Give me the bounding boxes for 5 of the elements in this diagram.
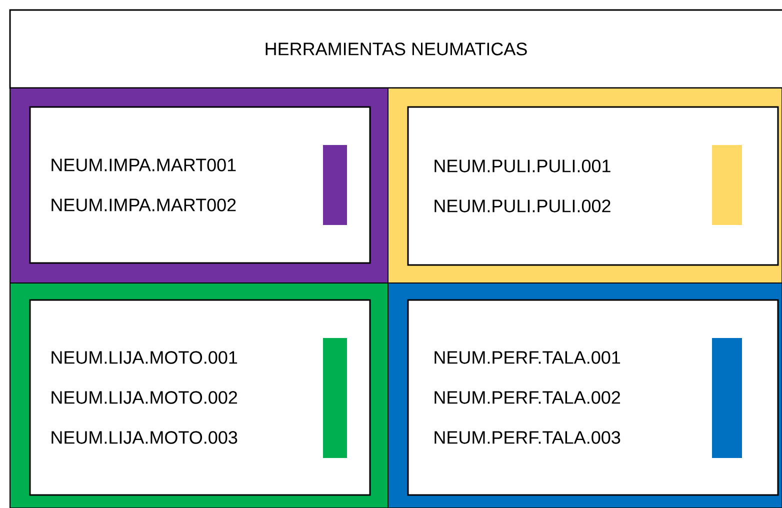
- code-box: NEUM.PULI.PULI.001 NEUM.PULI.PULI.002: [407, 106, 779, 266]
- code-box: NEUM.LIJA.MOTO.001 NEUM.LIJA.MOTO.002 NEUM.LIJA.MOTO.003: [29, 299, 371, 496]
- title-box: HERRAMIENTAS NEUMATICAS: [9, 9, 782, 89]
- code-box: NEUM.PERF.TALA.001 NEUM.PERF.TALA.002 NEUM.PERF.TALA.003: [407, 299, 779, 496]
- code-box: NEUM.IMPA.MART001 NEUM.IMPA.MART002: [29, 106, 371, 264]
